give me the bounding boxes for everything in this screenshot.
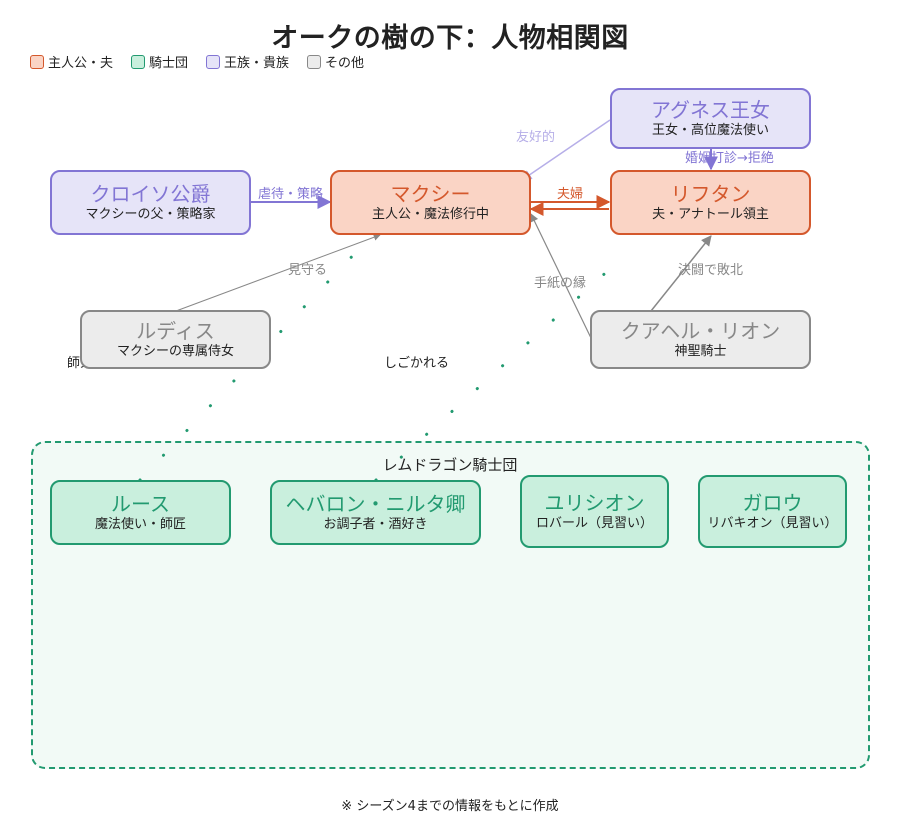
legend-item-hero: 主人公・夫 xyxy=(30,52,113,71)
node-name: クアヘル・リオン xyxy=(620,319,781,343)
legend-label: 騎士団 xyxy=(149,56,189,71)
node-desc: 夫・アナトール領主 xyxy=(652,207,769,222)
node-desc: 魔法使い・師匠 xyxy=(94,517,186,532)
node-desc: マクシーの専属侍女 xyxy=(116,344,234,359)
edge-label-duel: 決闘で敗北 xyxy=(678,263,744,278)
node-riftan: リフタン 夫・アナトール領主 xyxy=(610,170,811,235)
page-title: オークの樹の下：人物相関図 xyxy=(271,23,629,54)
edge-quahel-maxi xyxy=(530,213,592,339)
edge-label-marriage-refused: 婚姻打診→拒絶 xyxy=(685,151,774,166)
node-name: アグネス王女 xyxy=(651,98,770,122)
node-agnes: アグネス王女 王女・高位魔法使い xyxy=(610,88,811,149)
edge-label-abuse: 虐待・策略 xyxy=(258,187,324,202)
node-desc: 主人公・魔法修行中 xyxy=(371,207,489,222)
node-hebaron: ヘバロン・ニルタ卿 お調子者・酒好き xyxy=(270,480,481,545)
node-croiso: クロイソ公爵 マクシーの父・策略家 xyxy=(50,170,251,235)
node-name: ガロウ xyxy=(742,491,803,515)
node-ruth: ルース 魔法使い・師匠 xyxy=(50,480,231,545)
legend-item-other: その他 xyxy=(307,52,364,71)
node-ulyseon: ユリシオン ロバール（見習い） xyxy=(520,475,669,548)
node-desc: リバキオン（見習い） xyxy=(707,516,838,531)
node-desc: 神聖騎士 xyxy=(674,344,727,359)
edge-quahel-riftan xyxy=(650,235,712,312)
legend-swatch-knight xyxy=(131,54,146,69)
node-desc: マクシーの父・策略家 xyxy=(85,207,216,222)
node-quahel: クアヘル・リオン 神聖騎士 xyxy=(590,310,811,369)
node-name: ルディス xyxy=(136,319,215,343)
node-garrow: ガロウ リバキオン（見習い） xyxy=(698,475,847,548)
edge-label-watch: 見守る xyxy=(288,263,328,278)
node-desc: 王女・高位魔法使い xyxy=(651,123,769,138)
legend-label: 王族・貴族 xyxy=(224,56,290,71)
legend-label: その他 xyxy=(325,56,365,71)
legend: 主人公・夫 騎士団 王族・貴族 その他 xyxy=(30,52,364,71)
node-maxi: マクシー 主人公・魔法修行中 xyxy=(330,170,531,235)
legend-label: 主人公・夫 xyxy=(48,56,114,71)
legend-item-royal: 王族・貴族 xyxy=(206,52,289,71)
node-name: ヘバロン・ニルタ卿 xyxy=(285,492,466,516)
node-name: ルース xyxy=(111,492,170,516)
node-desc: ロバール（見習い） xyxy=(535,516,653,531)
legend-swatch-royal xyxy=(206,54,221,69)
footnote: ※ シーズン4までの情報をもとに作成 xyxy=(341,799,559,814)
edge-label-letter: 手紙の縁 xyxy=(534,276,587,291)
legend-swatch-other xyxy=(307,54,322,69)
edge-agnes-maxi xyxy=(521,119,611,181)
node-name: ユリシオン xyxy=(544,491,645,515)
node-name: マクシー xyxy=(390,182,471,206)
legend-swatch-hero xyxy=(30,54,44,69)
legend-item-knight: 騎士団 xyxy=(131,52,188,71)
edge-label-trained: しごかれる xyxy=(384,356,450,371)
node-rudis: ルディス マクシーの専属侍女 xyxy=(80,310,271,369)
knight-group-label: レムドラゴン騎士団 xyxy=(382,456,518,474)
edge-rudis-maxi xyxy=(175,233,381,312)
node-desc: お調子者・酒好き xyxy=(323,517,428,532)
edge-label-couple: 夫婦 xyxy=(557,187,584,202)
edge-label-friendly: 友好的 xyxy=(516,130,556,145)
node-name: クロイソ公爵 xyxy=(90,182,211,206)
node-name: リフタン xyxy=(670,182,751,206)
